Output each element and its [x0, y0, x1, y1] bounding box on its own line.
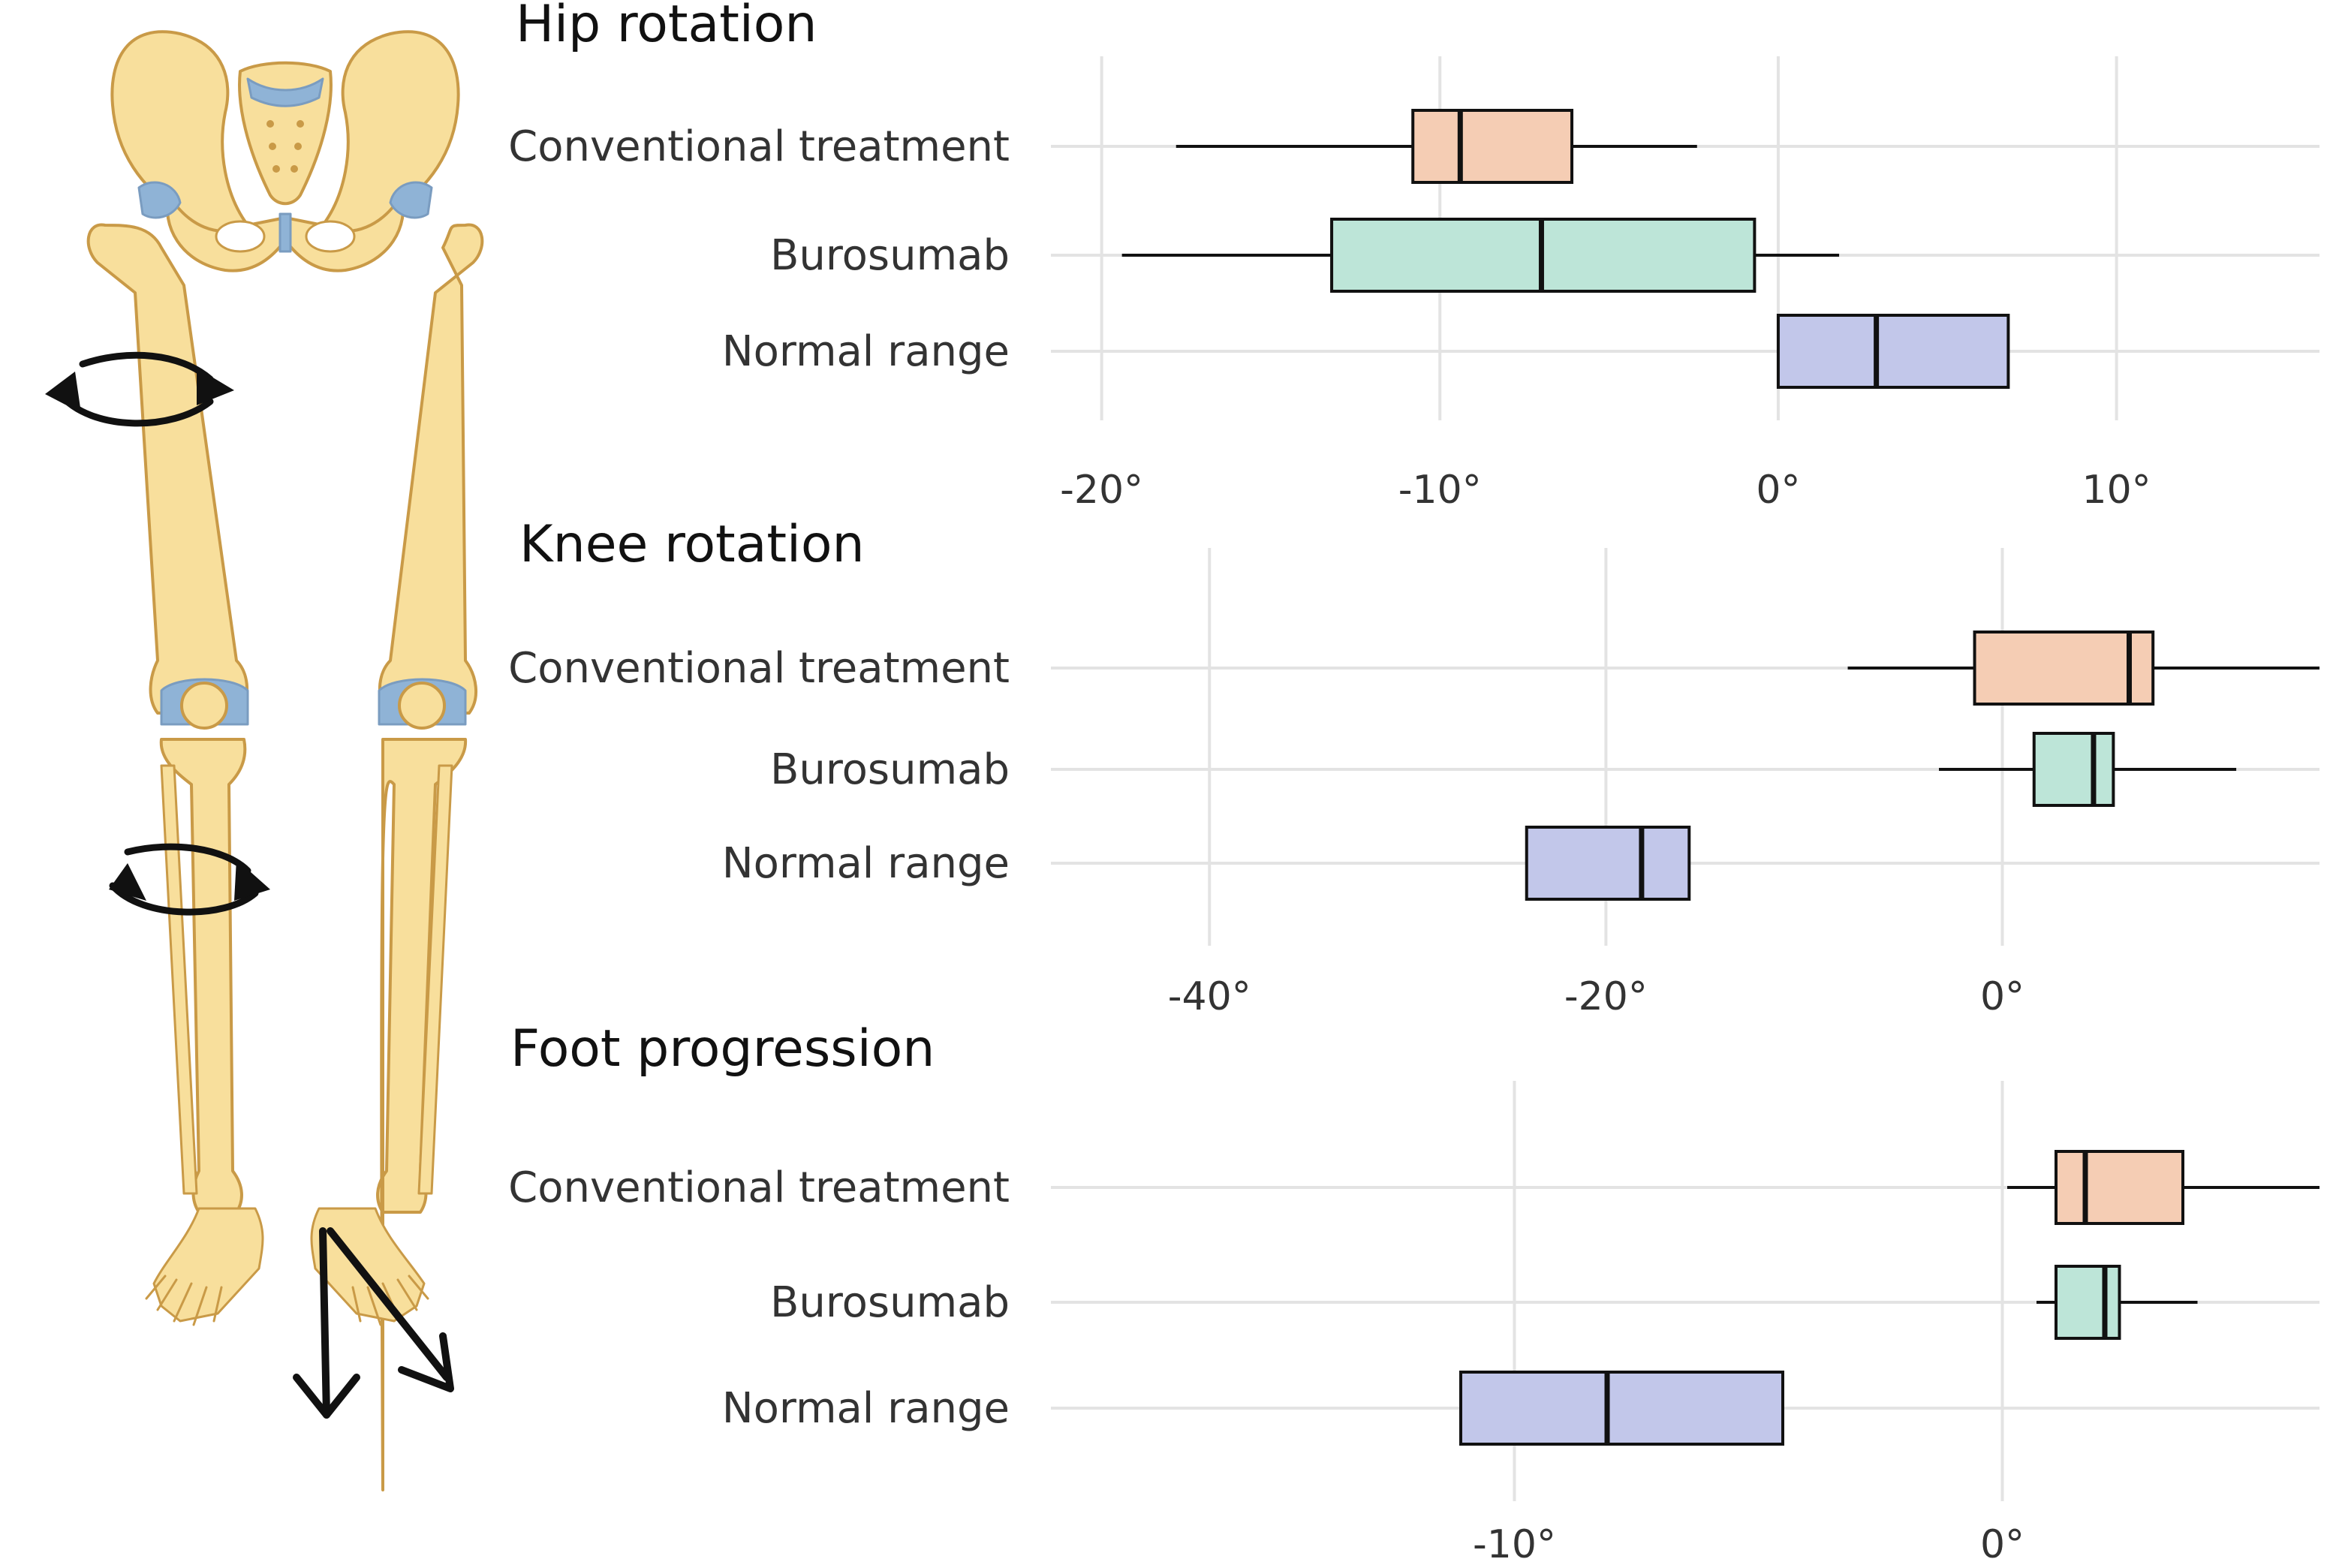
panel-title: Hip rotation — [516, 0, 817, 54]
category-label: Burosumab — [770, 1278, 1010, 1327]
category-label: Conventional treatment — [508, 1163, 1010, 1212]
category-label: Normal range — [722, 839, 1010, 888]
box — [1525, 826, 1691, 901]
boxplot-panel: Knee rotation -40° -20° 0° Conventional trea… — [508, 515, 2319, 1019]
x-tick-label: -20° — [1564, 974, 1648, 1019]
category-label: Conventional treatment — [508, 122, 1010, 171]
panel-title: Knee rotation — [519, 515, 865, 574]
fibula-icon — [160, 764, 453, 1195]
femur-icon — [86, 223, 484, 715]
rotation-arrowhead-icon — [45, 368, 270, 901]
x-tick-label: -10° — [1398, 468, 1482, 513]
box — [1973, 631, 2155, 706]
category-label: Burosumab — [770, 745, 1010, 794]
box — [1411, 109, 1574, 184]
x-tick-label: -40° — [1168, 974, 1251, 1019]
box — [2055, 1265, 2121, 1340]
box — [1776, 314, 2010, 389]
category-label: Normal range — [722, 1384, 1010, 1433]
panel-title: Foot progression — [510, 1019, 935, 1079]
x-tick-label: 0° — [1980, 1522, 2024, 1567]
x-tick-label: 10° — [2082, 468, 2151, 513]
lower-limb-illustration — [45, 30, 484, 1491]
boxplot-panel: Foot progression -10° 0° Conventional treat… — [508, 1019, 2319, 1567]
x-tick-label: 0° — [1980, 974, 2024, 1019]
box — [2055, 1150, 2184, 1225]
box — [1459, 1371, 1784, 1446]
category-label: Conventional treatment — [508, 644, 1010, 693]
x-tick-label: -10° — [1473, 1522, 1556, 1567]
box — [2032, 732, 2115, 807]
category-label: Burosumab — [770, 231, 1010, 280]
pelvis-icon — [110, 30, 460, 272]
x-tick-label: -20° — [1060, 468, 1143, 513]
foot-icon — [145, 1207, 429, 1326]
x-tick-label: 0° — [1756, 468, 1800, 513]
boxplot-panel: Hip rotation -20° -10° 0° 10° Conventional tr… — [508, 0, 2319, 513]
boxplot-panels: Hip rotation -20° -10° 0° 10° Conventional tr… — [508, 0, 2319, 1567]
category-label: Normal range — [722, 327, 1010, 376]
direction-arrow-icon — [293, 1227, 454, 1419]
knee-joint-icon — [160, 678, 467, 730]
